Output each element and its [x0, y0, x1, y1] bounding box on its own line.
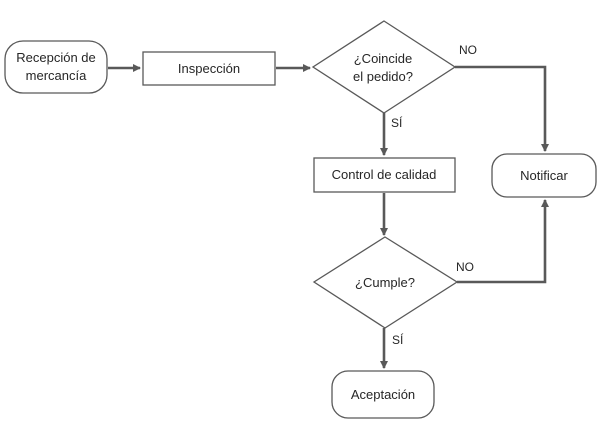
node-control-label: Control de calidad	[332, 167, 437, 182]
arrow-cumple-no-to-notificar	[457, 199, 549, 284]
node-aceptacion: Aceptación	[331, 370, 435, 419]
arrow-coincide-no-to-notificar	[455, 65, 549, 152]
label-coincide-no: NO	[459, 43, 477, 57]
node-aceptacion-label: Aceptación	[351, 387, 415, 402]
decision-cumple: ¿Cumple?	[312, 236, 459, 329]
decision-coincide-line1: ¿Coincide	[354, 51, 413, 66]
node-inspeccion: Inspección	[142, 51, 276, 86]
label-cumple-si: SÍ	[392, 332, 404, 347]
node-notificar-label: Notificar	[520, 168, 568, 183]
node-recepcion-line1: Recepción de	[16, 50, 96, 65]
decision-coincide-line2: el pedido?	[353, 69, 413, 84]
node-recepcion-line2: mercancía	[26, 68, 87, 83]
node-control-de-calidad: Control de calidad	[313, 157, 456, 193]
node-notificar: Notificar	[491, 153, 597, 198]
label-coincide-si: SÍ	[391, 115, 403, 130]
decision-cumple-label: ¿Cumple?	[355, 275, 415, 290]
decision-coincide-el-pedido: ¿Coincide el pedido?	[311, 20, 457, 114]
node-inspeccion-label: Inspección	[178, 61, 240, 76]
connectors	[108, 64, 549, 369]
label-cumple-no: NO	[456, 260, 474, 274]
node-recepcion-de-mercancia: Recepción de mercancía	[4, 40, 108, 94]
